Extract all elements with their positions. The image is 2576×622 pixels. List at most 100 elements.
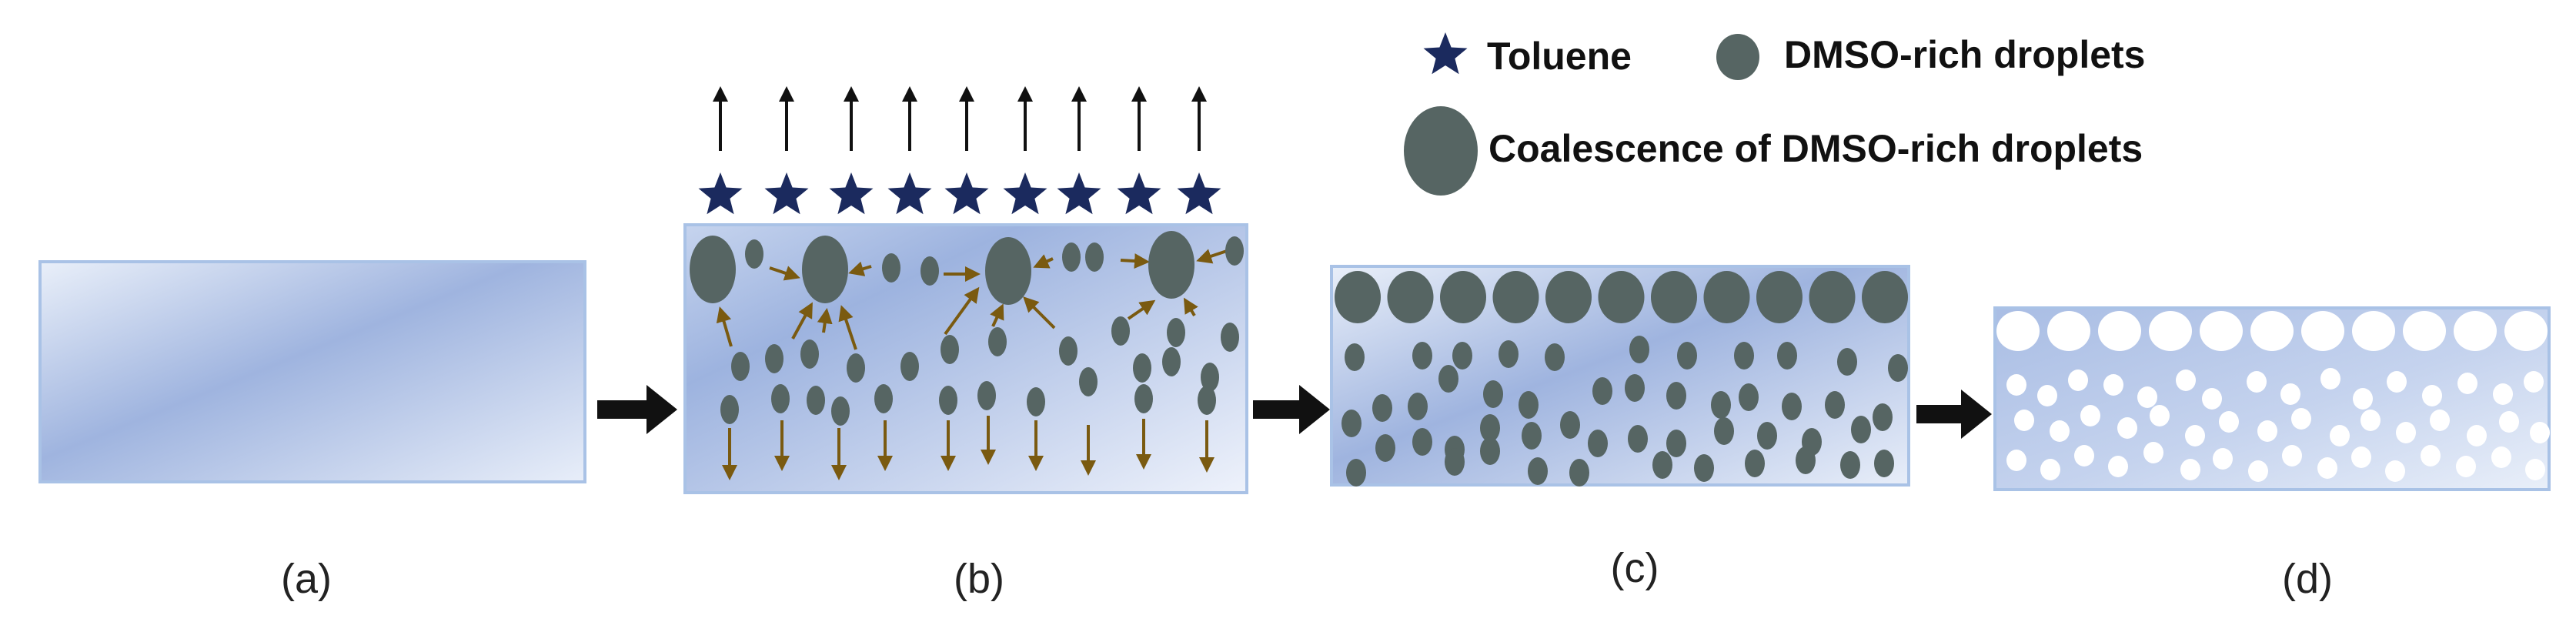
pore-icon xyxy=(2137,386,2157,408)
pore-icon xyxy=(2282,445,2302,466)
captions: (a) (b) (c) (d) xyxy=(281,545,2333,602)
coalesced-droplet-icon xyxy=(1598,271,1645,323)
arrow-icon xyxy=(990,303,1004,327)
arrow-icon xyxy=(1023,296,1056,329)
arrow-right-icon xyxy=(1916,390,1992,439)
pore-icon xyxy=(2499,411,2519,433)
pore-icon xyxy=(2504,311,2548,351)
panel-c xyxy=(1330,265,1910,487)
droplet-icon xyxy=(1628,425,1648,453)
star-icon xyxy=(944,172,989,215)
toluene-stars xyxy=(698,172,1221,215)
droplet-icon xyxy=(1346,459,1366,487)
droplet-icon xyxy=(1528,457,1548,485)
pore-icon xyxy=(2014,410,2034,431)
droplet-icon xyxy=(1059,336,1078,366)
droplet-icon xyxy=(1225,236,1244,266)
droplet-icon xyxy=(1167,318,1185,347)
arrow-icon xyxy=(817,308,833,333)
legend-coalescence-label: Coalescence of DMSO-rich droplets xyxy=(1488,127,2143,170)
large-pore-row xyxy=(1996,311,2548,351)
droplet-icon xyxy=(1438,365,1458,393)
arrow-icon xyxy=(1120,253,1150,269)
droplet-icon xyxy=(874,384,893,413)
legend: Toluene DMSO-rich droplets Coalescence o… xyxy=(1404,32,2145,196)
droplet-icon xyxy=(1522,422,1542,450)
pore-icon xyxy=(2213,448,2233,470)
pore-icon xyxy=(2280,383,2300,405)
star-icon xyxy=(1003,172,1047,215)
droplet-icon xyxy=(1445,448,1465,476)
droplet-icon xyxy=(720,395,739,424)
pore-icon xyxy=(2352,311,2395,351)
droplet-icon xyxy=(1345,343,1365,371)
droplet-icon xyxy=(745,239,763,269)
star-icon xyxy=(1117,172,1161,215)
star-icon xyxy=(1177,172,1221,215)
coalesced-droplet-icon xyxy=(985,237,1031,305)
arrow-icon xyxy=(716,306,733,347)
arrow-right-icon xyxy=(597,385,677,434)
droplet-icon xyxy=(1221,323,1239,352)
coalesced-droplet-icon xyxy=(1703,271,1750,323)
pore-icon xyxy=(2351,446,2371,468)
pore-icon xyxy=(2180,459,2200,480)
pore-icon xyxy=(2250,311,2294,351)
coalesced-droplet-icon xyxy=(1756,271,1803,323)
pore-icon xyxy=(1996,311,2040,351)
droplet-icon xyxy=(882,253,900,283)
droplet-icon xyxy=(1412,428,1432,456)
pore-icon xyxy=(2068,370,2088,391)
droplet-icon xyxy=(765,344,783,373)
pore-icon xyxy=(2047,311,2090,351)
pore-icon xyxy=(2320,368,2340,390)
legend-droplets-label: DMSO-rich droplets xyxy=(1784,33,2145,76)
droplet-icon xyxy=(1873,403,1893,431)
droplet-icon xyxy=(1085,242,1104,272)
toluene-evaporation-arrows xyxy=(713,86,1207,151)
pore-icon xyxy=(2330,425,2350,446)
pore-icon xyxy=(2185,425,2205,446)
arrow-icon xyxy=(1033,254,1054,269)
coalesced-droplet-icon xyxy=(1440,271,1486,323)
legend-toluene-label: Toluene xyxy=(1487,35,1632,78)
droplet-icon xyxy=(1569,459,1589,487)
droplet-icon xyxy=(1062,242,1081,272)
droplet-icon xyxy=(1483,380,1503,408)
droplet-icon xyxy=(1412,342,1432,370)
droplet-icon xyxy=(1652,451,1672,479)
pore-icon xyxy=(2257,420,2277,442)
droplet-icon xyxy=(1560,411,1580,439)
droplet-icon xyxy=(1162,347,1181,376)
droplet-icon xyxy=(1341,410,1362,437)
droplet-icon xyxy=(1825,391,1845,419)
coalesced-droplet-icon xyxy=(802,236,848,303)
droplet-icon xyxy=(988,327,1007,356)
droplet-icon xyxy=(1480,414,1500,442)
pore-icon xyxy=(2360,410,2381,431)
pore-icon xyxy=(2074,445,2094,466)
droplet-icon xyxy=(1694,454,1714,482)
caption-b: (b) xyxy=(954,556,1004,602)
star-icon xyxy=(698,172,743,215)
pore-icon xyxy=(2143,442,2163,463)
pore-icon xyxy=(2525,459,2545,480)
star-icon xyxy=(887,172,932,215)
pore-icon xyxy=(2396,422,2416,443)
arrow-icon xyxy=(791,302,813,339)
pore-icon xyxy=(2456,456,2476,477)
pore-icon xyxy=(2385,460,2405,482)
droplet-icon xyxy=(1133,353,1151,383)
pore-icon xyxy=(2454,311,2497,351)
arrow-right-icon xyxy=(1253,385,1330,434)
droplets-b xyxy=(690,231,1244,426)
droplet-icon xyxy=(771,384,790,413)
coalesced-droplet-icon xyxy=(1862,271,1908,323)
droplet-icon xyxy=(1375,434,1395,462)
droplet-icon xyxy=(1757,422,1777,450)
coalesced-droplet-icon xyxy=(1492,271,1539,323)
droplet-icon xyxy=(1888,354,1908,382)
droplet-icon xyxy=(1739,383,1759,411)
coalesced-droplet-icon xyxy=(1651,271,1697,323)
droplet-icon xyxy=(1666,382,1686,410)
